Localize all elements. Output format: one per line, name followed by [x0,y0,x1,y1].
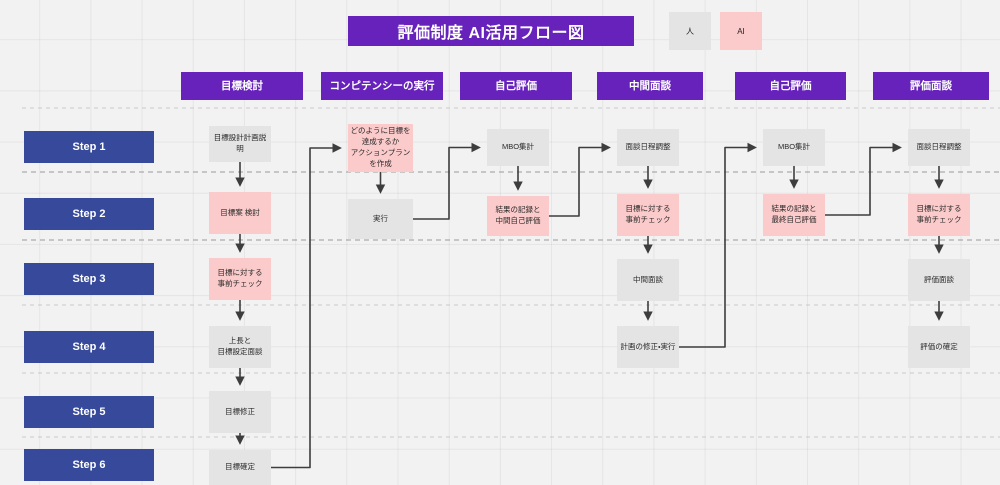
flow-node-label: 目標確定 [225,462,255,472]
flow-node-c6s3[interactable]: 評価面談 [908,259,970,301]
flow-node-label: MBO集計 [501,142,535,152]
step-label-2: Step 2 [24,198,154,230]
flow-node-label: 目標設計計画説明 [213,133,267,153]
flow-node-c6s4[interactable]: 評価の確定 [908,326,970,368]
flow-node-label: 上長と目標設定面談 [217,336,263,356]
flow-node-c6s2[interactable]: 目標に対する事前チェック [908,194,970,236]
flow-node-c4s3[interactable]: 中間面談 [617,259,679,301]
phase-header-5[interactable]: 自己評価 [735,72,846,100]
phase-header-6[interactable]: 評価面談 [873,72,989,100]
phase-header-1[interactable]: 目標検討 [181,72,303,100]
flow-node-c5s2[interactable]: 結果の記録と最終自己評価 [763,194,825,236]
flow-node-label: 目標案 検討 [220,207,260,217]
flow-node-c5s1[interactable]: MBO集計 [763,129,825,166]
flow-node-label: 目標に対する事前チェック [916,204,962,224]
flow-node-label: MBO集計 [777,142,811,152]
flow-node-label: 面談日程調整 [916,142,962,152]
flow-node-label: 目標に対する事前チェック [217,268,263,288]
flow-node-label: 目標修正 [225,406,255,416]
flow-node-label: 目標に対する事前チェック [625,204,671,224]
flow-node-label: 中間面談 [633,274,663,284]
flow-node-label: 評価の確定 [920,341,958,351]
step-label-3: Step 3 [24,263,154,295]
phase-header-3[interactable]: 自己評価 [460,72,572,100]
flow-node-c1s5[interactable]: 目標修正 [209,391,271,433]
phase-header-4[interactable]: 中間面談 [597,72,703,100]
step-label-5: Step 5 [24,396,154,428]
legend-human-label: 人 [686,26,694,36]
flow-node-c1s3[interactable]: 目標に対する事前チェック [209,258,271,300]
flow-node-label: 結果の記録と中間自己評価 [495,205,541,225]
flow-node-c1s4[interactable]: 上長と目標設定面談 [209,326,271,368]
flow-node-c1s2[interactable]: 目標案 検討 [209,192,271,234]
connector-c2s2-to-c3s1 [413,142,481,220]
flow-node-label: 面談日程調整 [625,142,671,152]
flow-node-c4s1[interactable]: 面談日程調整 [617,129,679,166]
flow-node-label: 計画の修正・実行 [620,341,676,351]
step-label-1: Step 1 [24,131,154,163]
legend-ai-label: AI [737,26,745,36]
flow-node-c4s4[interactable]: 計画の修正・実行 [617,326,679,368]
step-label-6: Step 6 [24,449,154,481]
flow-node-c2s1[interactable]: どのように目標を達成するかアクションプランを作成 [348,124,413,172]
flow-node-label: 評価面談 [924,274,954,284]
connector-c5s2-to-c6s1 [825,142,902,216]
page-title: 評価制度 AI活用フロー図 [348,16,634,46]
flow-node-c1s6[interactable]: 目標確定 [209,450,271,485]
connector-c3s2-to-c4s1 [549,142,611,217]
legend-human-swatch: 人 [669,12,711,50]
connector-c4s4-to-c5s1 [679,142,757,348]
flow-node-label: 結果の記録と最終自己評価 [771,204,817,224]
flow-node-c4s2[interactable]: 目標に対する事前チェック [617,194,679,236]
flow-node-c1s1[interactable]: 目標設計計画説明 [209,126,271,162]
flow-node-c2s2[interactable]: 実行 [348,199,413,239]
flow-node-label: 実行 [373,213,388,223]
flow-node-c6s1[interactable]: 面談日程調整 [908,129,970,166]
connector-c1s6-to-c2s1 [271,143,342,469]
step-label-4: Step 4 [24,331,154,363]
phase-header-2[interactable]: コンピテンシーの実行 [321,72,443,100]
flow-node-c3s1[interactable]: MBO集計 [487,129,549,166]
flow-node-label: どのように目標を達成するかアクションプランを作成 [350,126,411,168]
legend-ai-swatch: AI [720,12,762,50]
flow-node-c3s2[interactable]: 結果の記録と中間自己評価 [487,196,549,236]
